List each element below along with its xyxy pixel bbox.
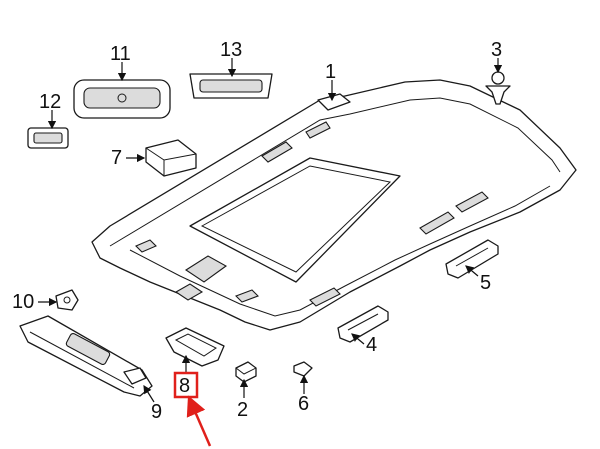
callout-9: 9	[151, 401, 162, 423]
small-lamp-part	[27, 127, 69, 149]
map-lamp-part	[73, 79, 171, 119]
callout-4: 4	[366, 334, 377, 356]
callout-3: 3	[491, 39, 502, 61]
callout-1: 1	[325, 61, 336, 83]
highlight-arrow	[186, 395, 212, 447]
sun-visor-part	[19, 315, 153, 397]
callout-13: 13	[220, 39, 242, 61]
callout-8: 8	[179, 375, 190, 397]
highlight-box	[173, 371, 199, 399]
callout-2: 2	[237, 399, 248, 421]
bracket-part	[55, 289, 79, 311]
clip-part	[485, 71, 511, 105]
rear-lamp-part	[189, 73, 273, 99]
switch-part	[235, 361, 257, 383]
grab-handle-rear-part	[445, 239, 499, 279]
callout-5: 5	[480, 272, 491, 294]
leader-lines	[38, 58, 503, 403]
grab-handle-front-part	[337, 305, 389, 343]
callout-12: 12	[39, 91, 61, 113]
callout-11: 11	[110, 43, 131, 65]
callout-6: 6	[298, 393, 309, 415]
callout-10: 10	[12, 291, 34, 313]
headliner-part	[91, 79, 577, 331]
cover-part	[145, 139, 197, 177]
bezel-part	[165, 327, 225, 367]
nut-part	[293, 361, 313, 377]
callout-7: 7	[111, 147, 122, 169]
